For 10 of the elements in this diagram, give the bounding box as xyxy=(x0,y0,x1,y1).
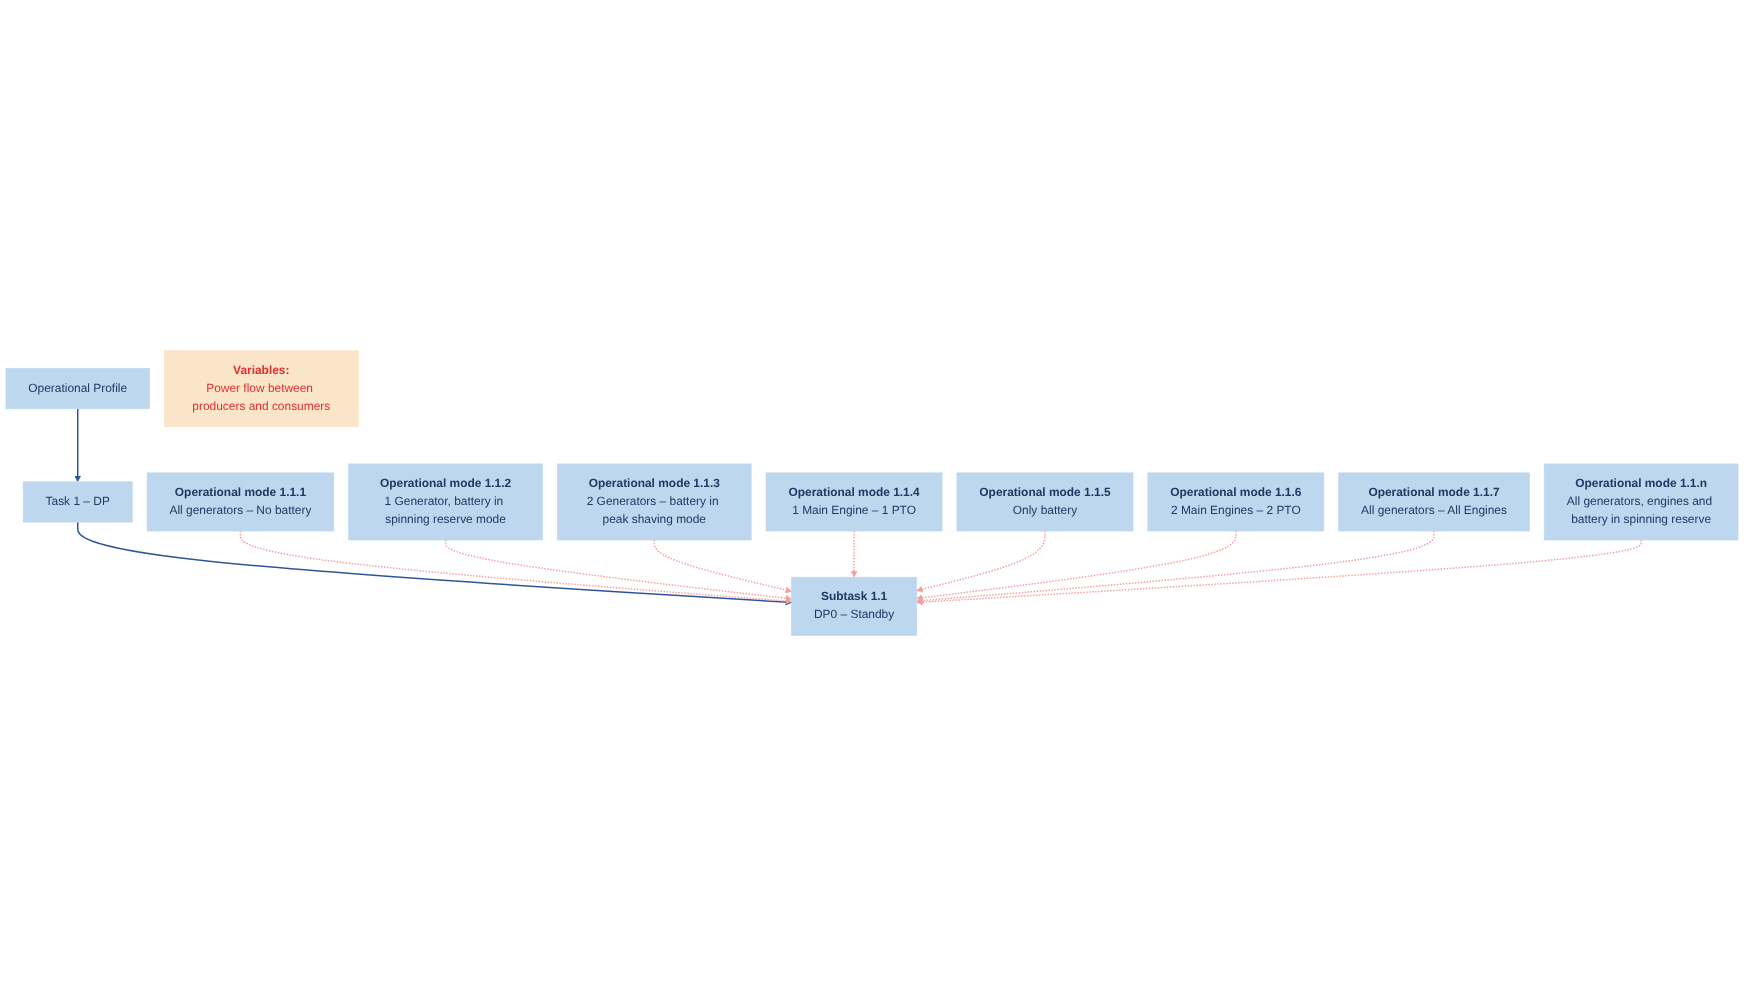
arrow xyxy=(444,539,792,602)
arrow xyxy=(916,530,1237,601)
arrow xyxy=(653,539,792,594)
arrow xyxy=(850,530,858,578)
arrow xyxy=(74,408,81,483)
arrow xyxy=(916,530,1435,604)
arrow xyxy=(916,539,1642,606)
arrow xyxy=(916,530,1046,593)
arrow xyxy=(76,521,792,606)
arrow xyxy=(239,530,792,605)
